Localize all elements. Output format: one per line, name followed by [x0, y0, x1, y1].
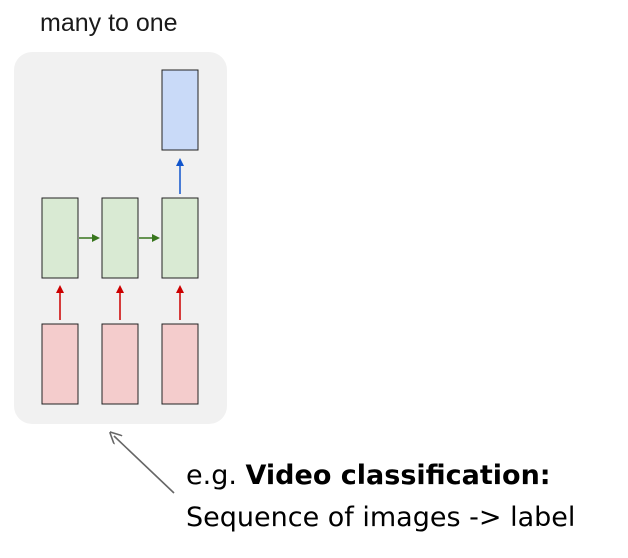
caption-emphasis: Video classification:	[245, 460, 551, 491]
caption-line-2: Sequence of images -> label	[186, 502, 576, 533]
caption: e.g. Video classification: Sequence of i…	[186, 455, 575, 539]
hidden-box-2	[101, 197, 139, 279]
caption-prefix: e.g.	[186, 460, 246, 491]
hidden-box-1	[41, 197, 79, 279]
pointer-arrow	[114, 436, 175, 494]
hidden-box-3	[161, 197, 199, 279]
output-box	[161, 69, 199, 151]
input-box-2	[101, 323, 139, 405]
caption-line-1: e.g. Video classification:	[186, 455, 575, 497]
input-box-3	[161, 323, 199, 405]
diagram-title: many to one	[40, 9, 178, 37]
input-box-1	[41, 323, 79, 405]
